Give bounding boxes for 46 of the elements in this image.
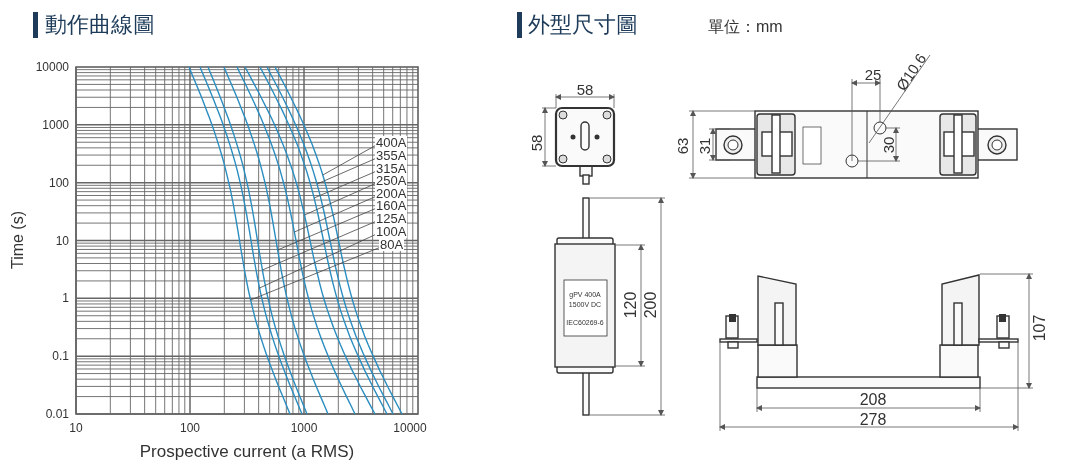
leader-line — [259, 234, 376, 289]
dimension-label: 120 — [623, 291, 639, 319]
axis-title: Prospective current (a RMS) — [139, 442, 355, 460]
leader-line — [322, 145, 376, 176]
leader-line — [262, 221, 376, 271]
fuse-curve — [188, 66, 291, 415]
tick-label: 10000 — [393, 422, 427, 434]
tick-label: 10 — [69, 422, 83, 434]
curve-label: 355A — [375, 149, 408, 162]
leader-line — [250, 247, 380, 301]
dimension-label: 107 — [1032, 314, 1048, 342]
dimension-label: 58 — [576, 81, 594, 97]
dimension-label: 278 — [859, 412, 887, 428]
heading: 動作曲線圖 — [45, 14, 155, 36]
tick-label: 1000 — [290, 422, 318, 434]
heading: 外型尺寸圖 — [528, 14, 638, 36]
curve-label: 125A — [375, 212, 408, 225]
dimension-label: 25 — [864, 66, 882, 82]
axis-title: Time (s) — [10, 210, 26, 270]
curve-label: 100A — [375, 225, 408, 238]
dimension-label: 63 — [674, 137, 690, 155]
tick-label: 100 — [48, 177, 69, 189]
tick-label: 100 — [180, 422, 200, 434]
fuse-curve — [236, 66, 356, 415]
leader-line — [294, 196, 376, 233]
tick-label: 10000 — [35, 61, 69, 73]
unit-note: 單位：mm — [708, 19, 783, 35]
curve-label: 160A — [375, 199, 408, 212]
leader-line — [304, 183, 376, 216]
tick-label: 10 — [55, 235, 69, 247]
leader-line — [277, 208, 376, 251]
tick-label: 1 — [62, 292, 69, 304]
curve-label: 400A — [375, 136, 408, 149]
fuse-curve — [244, 66, 376, 415]
leader-line — [316, 158, 376, 185]
tick-label: 0.1 — [52, 350, 69, 362]
leader-line — [313, 171, 376, 199]
tick-label: 0.01 — [45, 408, 69, 420]
dimension-label: 208 — [859, 392, 887, 408]
tick-label: 1000 — [42, 119, 69, 131]
dimension-label: 58 — [528, 134, 544, 152]
dimension-label: 30 — [880, 136, 896, 154]
curve-label: 250A — [375, 174, 408, 187]
dimension-label: 200 — [643, 291, 659, 319]
fuse-curve — [223, 66, 329, 415]
dimension-label: 31 — [696, 137, 712, 155]
